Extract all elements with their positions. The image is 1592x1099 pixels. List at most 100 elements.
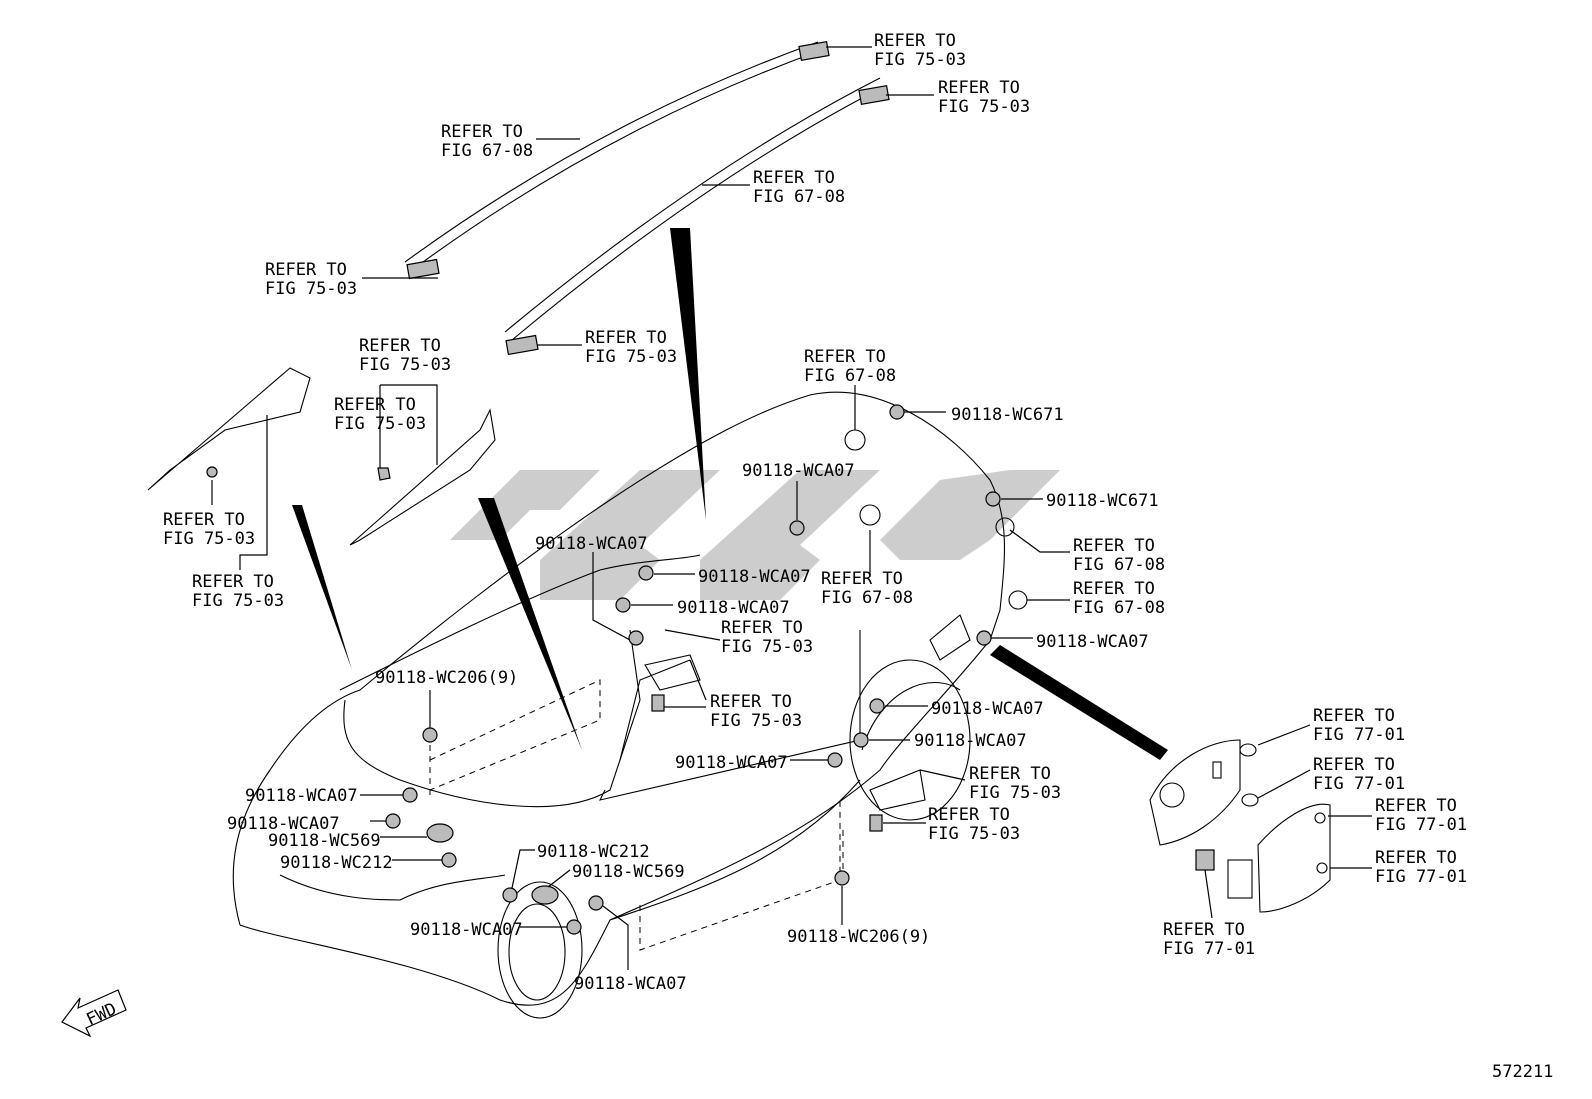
callout-line: REFER TO — [1375, 796, 1457, 816]
callout-line: REFER TO — [163, 510, 245, 530]
callout-label: 90118-WC206(9) — [375, 668, 518, 688]
callout-line: FIG 67-08 — [804, 366, 896, 386]
callout-label: 90118-WCA07 — [677, 598, 790, 618]
callout-label: 90118-WCA07 — [1036, 632, 1149, 652]
callout-line: REFER TO — [192, 572, 274, 592]
diagram-id: 572211 — [1492, 1062, 1553, 1082]
callout-line: REFER TO — [928, 805, 1010, 825]
callout-line: FIG 67-08 — [1073, 598, 1165, 618]
callout-line: FIG 67-08 — [1073, 555, 1165, 575]
callout-line: 90118-WCA07 — [742, 461, 855, 481]
callout-line: 90118-WCA07 — [245, 786, 358, 806]
callout-line: 90118-WCA07 — [931, 699, 1044, 719]
dash-line — [429, 679, 601, 791]
callout-line: REFER TO — [721, 618, 803, 638]
callout-label: 90118-WCA07 — [931, 699, 1044, 719]
callout-line: FIG 77-01 — [1375, 867, 1467, 887]
callout-line: REFER TO — [265, 260, 347, 280]
callout-line: FIG 67-08 — [441, 141, 533, 161]
callout-line: 90118-WCA07 — [675, 753, 788, 773]
callout-line: FIG 75-03 — [585, 347, 677, 367]
callout-line: REFER TO — [804, 347, 886, 367]
callout-line: REFER TO — [753, 168, 835, 188]
callout-line: 90118-WC206(9) — [787, 927, 930, 947]
callout-line: 90118-WCA07 — [914, 731, 1027, 751]
callout-line: FIG 67-08 — [753, 187, 845, 207]
callout-line: FIG 75-03 — [359, 355, 451, 375]
callout-line: FIG 75-03 — [928, 824, 1020, 844]
windshield-trim-right — [349, 408, 496, 546]
callout-line: FIG 75-03 — [874, 50, 966, 70]
callout-line: FIG 75-03 — [163, 529, 255, 549]
callout-line: 90118-WC212 — [537, 842, 650, 862]
car-body — [232, 391, 1028, 1019]
callout-line: REFER TO — [585, 328, 667, 348]
callout-line: 90118-WC671 — [1046, 491, 1159, 511]
callout-line: REFER TO — [334, 395, 416, 415]
callout-line: 90118-WCA07 — [574, 974, 687, 994]
roof-rail-left — [404, 40, 830, 280]
callout-label: 90118-WC671 — [1046, 491, 1159, 511]
watermark-logo — [450, 470, 1060, 600]
callout-label: 90118-WCA07 — [574, 974, 687, 994]
callout-label: 90118-WC671 — [951, 405, 1064, 425]
callout-label: 90118-WCA07 — [535, 534, 648, 554]
callout-line: 90118-WCA07 — [677, 598, 790, 618]
callout-line: FIG 75-03 — [334, 414, 426, 434]
callout-line: REFER TO — [1313, 706, 1395, 726]
dash-line — [639, 800, 841, 951]
callout-line: FIG 75-03 — [192, 591, 284, 611]
callout-line: 90118-WCA07 — [1036, 632, 1149, 652]
callout-line: REFER TO — [938, 78, 1020, 98]
callout-line: 90118-WC671 — [951, 405, 1064, 425]
callout-line: REFER TO — [821, 569, 903, 589]
callout-line: FIG 75-03 — [969, 783, 1061, 803]
fastener-set — [385, 404, 1001, 935]
callout-line: REFER TO — [710, 692, 792, 712]
callout-line: REFER TO — [1073, 579, 1155, 599]
callout-label: 90118-WCA07 — [698, 567, 811, 587]
callout-line: FIG 75-03 — [710, 711, 802, 731]
callout-label: 90118-WC569 — [268, 831, 381, 851]
callout-line: FIG 77-01 — [1163, 939, 1255, 959]
callout-label: 90118-WCA07 — [742, 461, 855, 481]
roof-rail-right — [504, 77, 890, 356]
callout-label: 90118-WCA07 — [227, 814, 340, 834]
callout-line: REFER TO — [1375, 848, 1457, 868]
callout-line: FIG 67-08 — [821, 588, 913, 608]
windshield-trim-left — [147, 367, 311, 491]
leader-lines — [211, 46, 1372, 970]
callout-line: 90118-WC569 — [572, 862, 685, 882]
callout-label: 90118-WCA07 — [675, 753, 788, 773]
callout-line: FIG 77-01 — [1313, 774, 1405, 794]
callout-label: 90118-WC212 — [537, 842, 650, 862]
pointer-wedge — [292, 505, 352, 670]
callout-line: 90118-WC569 — [268, 831, 381, 851]
fuel-filler-door — [1149, 739, 1331, 913]
callout-line: REFER TO — [441, 122, 523, 142]
callout-line: FIG 75-03 — [265, 279, 357, 299]
callout-label: 90118-WCA07 — [410, 920, 523, 940]
callout-line: REFER TO — [874, 31, 956, 51]
